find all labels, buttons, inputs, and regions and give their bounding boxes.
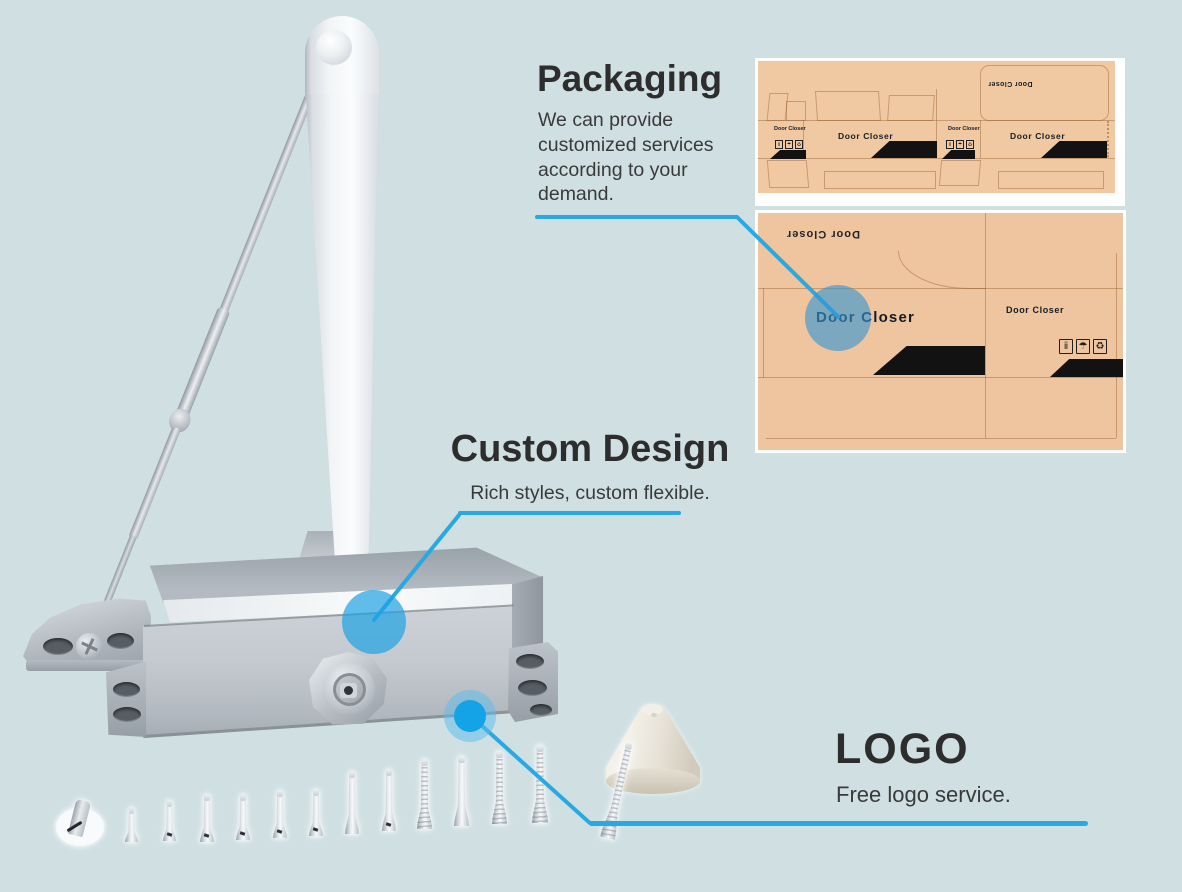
screw bbox=[417, 759, 432, 829]
print-stripe bbox=[1041, 141, 1107, 158]
care-icons: ⅱ ☂ ♻ bbox=[1059, 339, 1107, 354]
fragile-icon: ⅱ bbox=[946, 140, 954, 149]
left-mounting-flange bbox=[106, 661, 146, 737]
dieline-flap bbox=[938, 160, 982, 186]
dieline-flap bbox=[814, 91, 882, 121]
spindle-socket bbox=[340, 683, 357, 698]
logo-callout-line bbox=[589, 821, 1088, 826]
packaging-dielines-image: Door Closer Door Closer ⅱ ☂ ♻ Door Close… bbox=[755, 58, 1125, 206]
bracket-screw bbox=[76, 633, 103, 660]
logo-callout-dot bbox=[454, 700, 486, 732]
screw bbox=[454, 756, 469, 826]
screw bbox=[532, 745, 548, 823]
flange-slot-hole bbox=[518, 680, 547, 696]
print-stripe bbox=[770, 150, 806, 159]
dieline bbox=[763, 288, 764, 378]
print-stripe bbox=[873, 346, 985, 375]
dieline-flap bbox=[998, 171, 1104, 189]
flange-slot-hole bbox=[113, 682, 140, 697]
screw bbox=[163, 800, 176, 841]
cone-apex bbox=[640, 704, 664, 715]
dieline-panel bbox=[980, 65, 1109, 121]
keep-dry-icon: ☂ bbox=[785, 140, 793, 149]
custom-design-description: Rich styles, custom flexible. bbox=[470, 482, 710, 504]
brand-print: Door Closer bbox=[786, 228, 860, 240]
dieline bbox=[758, 377, 1123, 378]
logo-description: Free logo service. bbox=[836, 782, 1011, 807]
brand-print: Door Closer bbox=[948, 126, 980, 132]
spindle-pin bbox=[344, 686, 353, 695]
packaging-callout-line bbox=[535, 215, 738, 219]
brand-print: Door Closer bbox=[838, 131, 894, 141]
screw bbox=[125, 807, 138, 842]
dieline-flap bbox=[887, 95, 935, 121]
brand-print: Door Closer bbox=[774, 126, 806, 132]
bracket-foot bbox=[26, 660, 146, 671]
screw bbox=[200, 794, 214, 842]
dieline-curve bbox=[898, 251, 986, 289]
dieline bbox=[985, 213, 986, 438]
cone-dimple bbox=[651, 713, 658, 717]
closer-forearm-rod bbox=[94, 83, 319, 619]
flange-slot-hole bbox=[113, 707, 141, 722]
custom-design-callout-dot bbox=[342, 590, 406, 654]
brand-print: Door Closer bbox=[1010, 131, 1066, 141]
fragile-icon: ⅱ bbox=[775, 140, 783, 149]
bracket-slot-hole bbox=[43, 638, 73, 655]
custom-design-callout-line bbox=[458, 511, 681, 515]
dieline bbox=[758, 288, 1123, 289]
flange-slot-hole bbox=[516, 654, 544, 669]
rod-segment bbox=[127, 426, 181, 541]
dieline-flap bbox=[766, 160, 810, 188]
dieline bbox=[803, 120, 804, 158]
keep-dry-icon: ☂ bbox=[956, 140, 964, 149]
dieline bbox=[936, 89, 937, 158]
screw bbox=[492, 751, 507, 824]
care-icons: ⅱ ☂ ♻ bbox=[946, 140, 974, 149]
recycle-icon: ♻ bbox=[795, 140, 803, 149]
dieline-flap bbox=[824, 171, 936, 189]
screw-knob bbox=[56, 798, 108, 848]
screw bbox=[236, 794, 250, 840]
dieline bbox=[980, 120, 981, 158]
arm-pivot-cap bbox=[316, 30, 352, 65]
arm-shoe-bracket bbox=[23, 597, 151, 671]
print-stripe bbox=[942, 150, 975, 159]
screw bbox=[309, 789, 323, 836]
care-icons: ⅱ ☂ ♻ bbox=[775, 140, 803, 149]
dieline bbox=[758, 120, 1115, 121]
recycle-icon: ♻ bbox=[966, 140, 974, 149]
keep-dry-icon: ☂ bbox=[1076, 339, 1090, 354]
brand-print: Door Closer bbox=[988, 80, 1033, 87]
dieline bbox=[766, 438, 1116, 439]
fragile-icon: ⅱ bbox=[1059, 339, 1073, 354]
recycle-icon: ♻ bbox=[1093, 339, 1107, 354]
logo-title: LOGO bbox=[835, 725, 970, 773]
flange-slot-hole bbox=[530, 704, 552, 716]
custom-design-title: Custom Design bbox=[450, 428, 730, 470]
screw bbox=[273, 790, 287, 838]
brand-print: Door Closer bbox=[1006, 305, 1065, 315]
packaging-description: We can provide customized services accor… bbox=[538, 109, 714, 206]
packaging-callout-dot bbox=[805, 285, 871, 351]
dieline bbox=[758, 158, 1115, 159]
closer-main-arm-shaft bbox=[305, 94, 379, 556]
print-stripe bbox=[1050, 359, 1123, 377]
dieline-perforation bbox=[1107, 121, 1109, 157]
packaging-title: Packaging bbox=[537, 58, 723, 99]
spindle-hex-nut bbox=[309, 652, 387, 726]
rod-segment bbox=[218, 84, 318, 315]
screw bbox=[345, 771, 359, 834]
screw bbox=[382, 769, 396, 831]
right-mounting-flange bbox=[508, 642, 558, 722]
kraft-sheet: Door Closer Door Closer ⅱ ☂ ♻ Door Close… bbox=[758, 61, 1115, 193]
dieline-flap bbox=[786, 101, 806, 121]
dieline bbox=[1116, 253, 1117, 438]
bracket-slot-hole bbox=[107, 633, 134, 649]
print-stripe bbox=[871, 141, 937, 158]
